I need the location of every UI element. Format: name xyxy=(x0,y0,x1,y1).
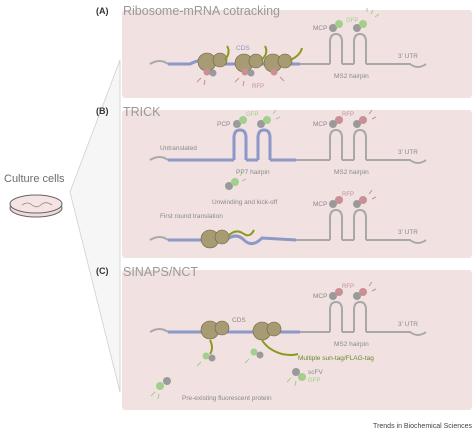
panel-b-bottom-mrna-3prime xyxy=(296,239,427,244)
panel-b-bottom-cds xyxy=(168,234,297,245)
panel-c: (C) SINAPS/NCT xyxy=(96,265,427,402)
panel-b-top-ms2-hairpins xyxy=(329,128,367,161)
panel-a-rfp-spheres xyxy=(203,68,278,77)
panel-a-gfp-label: GFP xyxy=(346,18,358,24)
panel-a-utr-label: 3’ UTR xyxy=(398,53,418,60)
culture-cells-group: Culture cells xyxy=(4,59,121,393)
panel-c-ribosomes xyxy=(200,320,282,341)
panel-c-preexisting-protein xyxy=(150,377,171,400)
panel-a-ms2-hairpins xyxy=(329,32,367,65)
panel-a-rfp-glow xyxy=(196,76,285,87)
panel-c-preexisting-label: Pre-existing fluorescent protein xyxy=(182,395,272,402)
panel-a-mrna-5prime xyxy=(149,60,169,65)
panel-c-utr-label: 3’ UTR xyxy=(398,321,418,328)
panel-c-nascent-tags xyxy=(209,339,299,356)
panel-a-nascent-peptides xyxy=(224,45,303,61)
panel-b-utr1-label: 3’ UTR xyxy=(398,149,418,156)
panel-b-utr2-label: 3’ UTR xyxy=(398,229,418,236)
panel-b-bottom-ms2-hairpins xyxy=(329,208,367,241)
panel-b-letter: (B) xyxy=(96,106,109,116)
panel-c-mrna-3prime xyxy=(300,331,427,336)
panel-c-mcp-label: MCP xyxy=(313,293,327,300)
panel-b-title: TRICK xyxy=(123,105,161,119)
panel-b-pcp-label: PCP xyxy=(217,121,230,128)
panel-b-gfp-label: GFP xyxy=(246,112,258,118)
panel-b-unwinding-label: Unwinding and kick-off xyxy=(212,199,277,206)
panel-a-title: Ribosome-mRNA cotracking xyxy=(123,4,280,18)
funnel-shape xyxy=(69,59,121,393)
panel-c-free-scfv xyxy=(286,368,306,387)
panel-b-untranslated-label: Untranslated xyxy=(160,145,197,152)
panel-c-cds-label: CDS xyxy=(232,317,246,324)
panel-b-pp7-label: PP7 hairpin xyxy=(236,169,270,176)
panel-a-background xyxy=(122,10,472,98)
panel-b-top-mcp-spheres xyxy=(329,116,367,128)
panel-b-rfp1-label: RFP xyxy=(342,112,354,118)
panel-b-nascent-peptide xyxy=(227,229,255,237)
panel-c-mcp-spheres xyxy=(329,288,367,300)
panel-a-letter: (A) xyxy=(96,6,109,16)
panel-b-pcp-spheres xyxy=(233,116,271,128)
panel-b-mcp1-label: MCP xyxy=(313,121,327,128)
panel-b-ribosome xyxy=(200,229,230,249)
panel-b-first-round-label: First round translation xyxy=(160,213,223,220)
panel-b-bottom-mrna-5prime xyxy=(149,236,169,241)
panel-b: (B) TRICK Untranslated xyxy=(96,105,427,249)
panel-c-letter: (C) xyxy=(96,266,109,276)
panel-b-mcp2-label: MCP xyxy=(313,201,327,208)
panel-c-rfp-glow xyxy=(368,281,377,292)
panel-b-rfp2-label: RFP xyxy=(342,192,354,198)
panel-b-released-pcp xyxy=(225,171,247,190)
panel-b-pp7-hairpins xyxy=(232,128,290,162)
panel-a-gfp-glow xyxy=(366,8,380,18)
panel-a: (A) Ribosome-mRNA cotracking xyxy=(96,4,427,90)
petri-dish-icon xyxy=(9,194,63,218)
panel-b-background xyxy=(122,110,472,258)
panel-c-gfp-label: GFP xyxy=(308,378,320,384)
journal-credit: Trends in Biochemical Sciences xyxy=(373,423,472,430)
panel-c-ms2-label: MS2 hairpin xyxy=(334,341,369,348)
panel-c-tags-label: Multiple sun-tag/FLAG-tag xyxy=(298,355,374,362)
panel-c-mrna-5prime xyxy=(149,328,169,333)
panel-a-mcp-spheres xyxy=(329,20,367,32)
panel-b-top-mrna-5prime xyxy=(149,156,169,161)
panel-a-cds-label: CDS xyxy=(236,45,250,52)
panel-c-scfv-label: scFV xyxy=(308,369,323,376)
panel-a-ribosomes xyxy=(197,52,293,73)
panel-c-title: SINAPS/NCT xyxy=(123,265,198,279)
panel-a-rfp-label: RFP xyxy=(252,84,264,90)
panel-c-background xyxy=(122,270,472,410)
culture-cells-label: Culture cells xyxy=(4,173,65,185)
panel-c-ms2-hairpins xyxy=(329,300,367,333)
panel-a-mcp-label: MCP xyxy=(313,25,327,32)
panel-b-top-mrna-3prime xyxy=(296,159,427,164)
panel-a-ms2-label: MS2 hairpin xyxy=(334,73,369,80)
panel-c-rfp-label: RFP xyxy=(342,284,354,290)
panel-b-bottom-mcp-spheres xyxy=(329,196,367,208)
panel-c-gfp-glow xyxy=(196,358,250,367)
panel-b-ms2-1-label: MS2 hairpin xyxy=(334,169,369,176)
panel-b-top-rfp-glow xyxy=(368,109,377,120)
panel-c-bound-scfv xyxy=(202,348,264,362)
panel-b-gfp-glow xyxy=(272,109,281,120)
panel-b-bottom-rfp-glow xyxy=(368,189,377,200)
panel-a-mrna-3prime xyxy=(300,63,427,68)
